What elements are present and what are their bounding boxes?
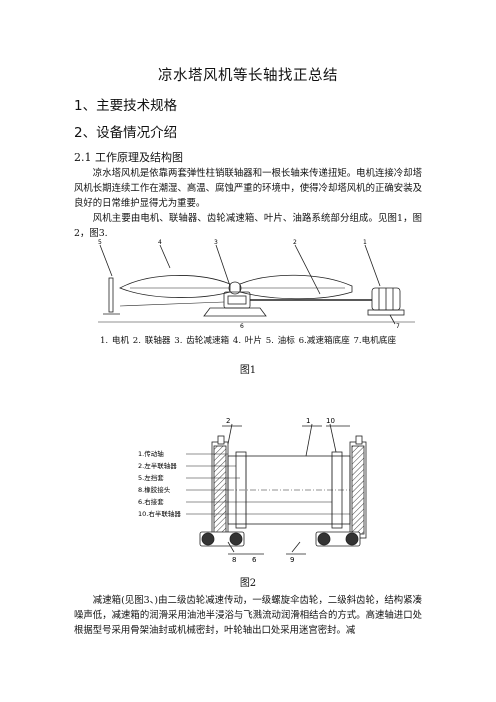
fig2-callout-9: 9	[290, 556, 294, 564]
fig2-legend-item: 8.橡胶接头	[138, 485, 171, 494]
figure1-drawing: 5 4 3 2 1 6 7	[98, 239, 415, 330]
fig2-legend-item: 2.左半联轴器	[138, 461, 177, 470]
fig1-callout-4: 4	[158, 239, 162, 246]
figure1-parts-legend: 1. 电机 2. 联轴器 3. 齿轮减速箱 4. 叶片 5. 油标 6.减速箱底…	[99, 336, 397, 346]
fig1-callout-7: 7	[396, 323, 400, 330]
paragraph-components: 风机主要由电机、联轴器、齿轮减速箱、叶片、油路系统部分组成。见图1，图2，图3.	[74, 213, 422, 239]
fig2-callout-10: 10	[326, 417, 335, 425]
fig1-callout-6: 6	[240, 323, 244, 330]
fig1-callout-1: 1	[363, 239, 367, 246]
fig1-callout-5: 5	[98, 239, 102, 246]
fig2-callout-2: 2	[226, 417, 230, 425]
figure1-caption: 图1	[239, 365, 257, 376]
document-title: 凉水塔风机等长轴找正总结	[158, 68, 338, 84]
fig2-callout-1: 1	[306, 417, 310, 425]
fig2-callout-8: 8	[232, 556, 236, 564]
fig2-legend-item: 10.右半联轴器	[138, 509, 181, 518]
fig1-callout-3: 3	[214, 239, 218, 246]
section-heading-equipment: 2、设备情况介绍	[74, 125, 178, 141]
paragraph-gearbox: 减速箱(见图3、)由二级齿轮减速传动，一级螺旋伞齿轮，二级斜齿轮，结构紧凑噪声低…	[74, 595, 422, 636]
section-heading-specs: 1、主要技术规格	[74, 98, 178, 114]
fig2-callout-6: 6	[252, 556, 257, 564]
figure2-drawing: 2 1 10 8 6 9 1.传动轴 2.左半联轴器 5.左挡套 8.橡胶接头 …	[138, 417, 367, 564]
fig2-legend-item: 6.右接套	[138, 497, 164, 506]
paragraph-intro: 凉水塔风机是依靠两套弹性柱销联轴器和一根长轴来传递扭矩。电机连接冷却塔风机长期连…	[74, 168, 422, 209]
fig1-callout-2: 2	[293, 239, 297, 246]
fig2-legend-item: 5.左挡套	[138, 473, 164, 482]
subsection-heading-principle: 2.1 工作原理及结构图	[74, 151, 183, 164]
figure2-caption: 图2	[239, 578, 257, 589]
fig2-legend-item: 1.传动轴	[138, 449, 164, 458]
